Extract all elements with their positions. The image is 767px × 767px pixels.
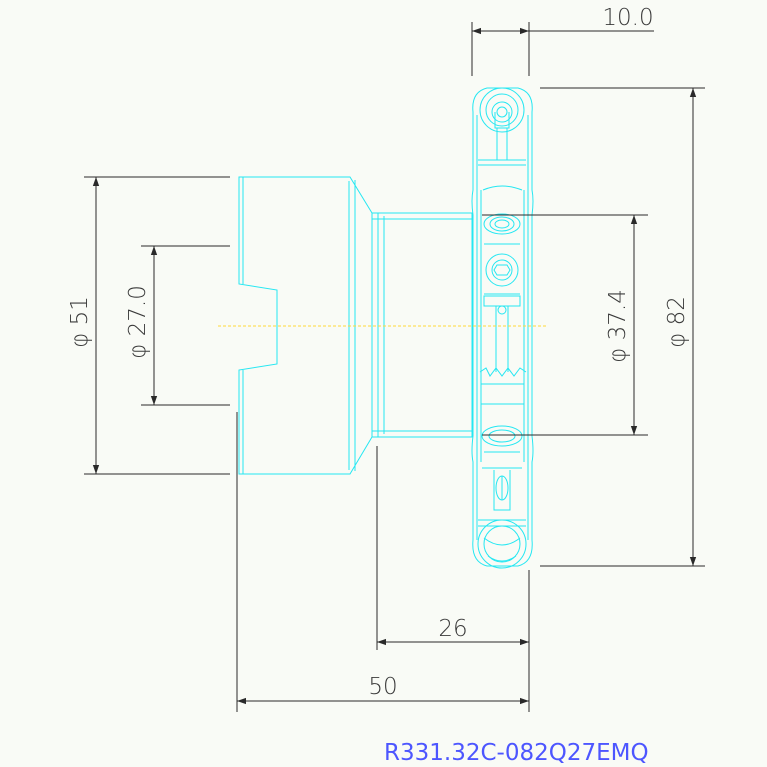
- dim-top-width: 10.0: [602, 5, 653, 31]
- dim-head-length: 26: [438, 616, 467, 642]
- dim-inner-diameter: φ 27.0: [125, 285, 151, 359]
- dim-total-length: 50: [368, 674, 397, 700]
- dim-cutter-diameter: φ 82: [664, 296, 690, 348]
- dim-outer-diameter: φ 51: [67, 296, 93, 348]
- dimension-lines: [84, 22, 705, 712]
- shank-body: [238, 176, 373, 475]
- part-outline: [238, 87, 534, 569]
- cutter-head: [471, 87, 534, 567]
- part-code-label: R331.32C-082Q27EMQ: [384, 740, 649, 766]
- dim-bore-diameter: φ 37.4: [605, 289, 631, 363]
- neck: [371, 212, 473, 438]
